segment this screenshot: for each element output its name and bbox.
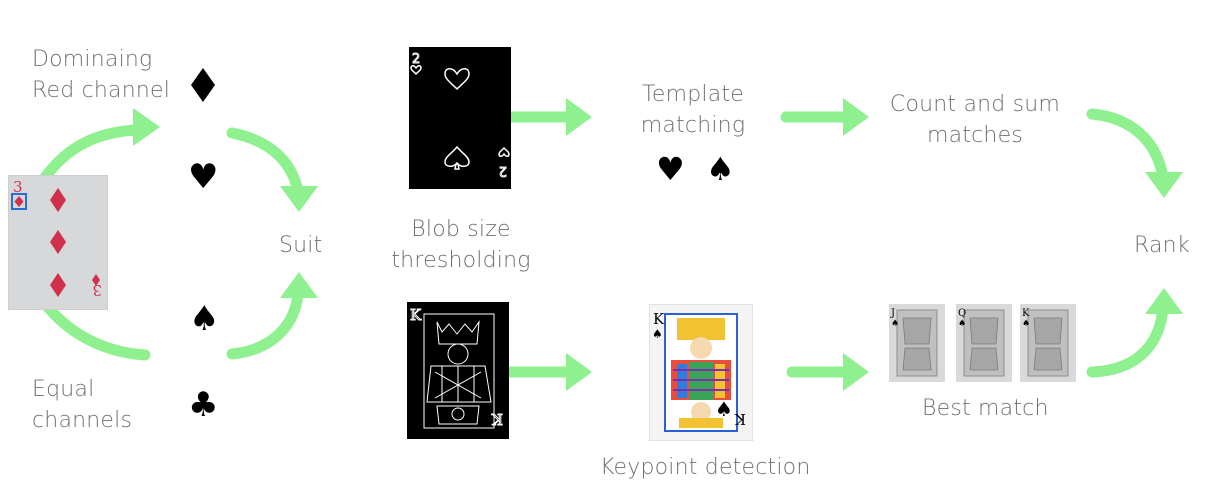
arrow-best-match-to-rank bbox=[1086, 302, 1169, 378]
label-line: Count and sum bbox=[889, 92, 1061, 117]
label-line: Template bbox=[642, 82, 744, 107]
keypoint-detection-label: Keypoint detection bbox=[600, 455, 811, 480]
two-of-hearts-binary-card: 2 2 bbox=[409, 47, 511, 189]
label-line: matches bbox=[927, 123, 1023, 148]
small-spade-icon: ♠ bbox=[652, 327, 663, 341]
card-rank-bottom: 3 bbox=[92, 281, 102, 299]
label-line: Dominaing bbox=[32, 47, 153, 72]
card-rank-top: 2 bbox=[412, 52, 420, 67]
small-spade-icon: ♠ bbox=[1022, 319, 1030, 329]
suit-label: Suit bbox=[279, 233, 323, 258]
arrowhead-rank-bottom bbox=[1145, 288, 1183, 314]
arrow-black-suits-to-suit bbox=[226, 286, 304, 360]
card-rank-top: K bbox=[410, 306, 422, 324]
equal-channels-label: Equal channels bbox=[32, 374, 132, 436]
arrow-count-to-rank bbox=[1086, 108, 1169, 184]
king-of-spades-color-card: K ♠ ♠ K bbox=[649, 304, 753, 441]
spade-icon: ♠ bbox=[706, 150, 735, 188]
card-rank-top: J bbox=[890, 308, 895, 319]
label-line: Equal bbox=[32, 377, 95, 402]
arrowhead-template bbox=[566, 98, 592, 136]
dominating-red-channel-label: Dominaing Red channel bbox=[32, 44, 170, 106]
diamond-icon bbox=[50, 230, 66, 254]
label-line: thresholding bbox=[391, 248, 531, 273]
card-rank-top: K bbox=[653, 310, 665, 328]
small-spade-icon: ♠ bbox=[958, 319, 966, 329]
small-heart-outline-icon bbox=[410, 65, 422, 76]
blob-size-thresholding-label: Blob size thresholding bbox=[388, 214, 534, 276]
arrow-red-suits-to-suit bbox=[226, 127, 304, 198]
card-rank-bottom: K bbox=[734, 410, 746, 428]
diamond-icon bbox=[191, 68, 215, 102]
spade-icon: ♠ bbox=[189, 299, 220, 339]
king-of-spades-edge-card: K K bbox=[407, 302, 509, 439]
template-matching-label: Template matching bbox=[628, 79, 758, 141]
card-rank-bottom: 2 bbox=[499, 163, 507, 178]
arrowhead-keypoint bbox=[566, 353, 592, 391]
small-heart-outline-icon bbox=[498, 146, 510, 157]
card-rank-top: Q bbox=[958, 308, 966, 319]
best-match-label: Best match bbox=[922, 396, 1049, 421]
rank-label: Rank bbox=[1134, 233, 1190, 258]
label-line: channels bbox=[32, 408, 133, 433]
king-template-card: K ♠ bbox=[1020, 304, 1076, 382]
heart-outline-icon bbox=[444, 68, 470, 91]
label-line: Red channel bbox=[32, 78, 171, 103]
card-rank-top: 3 bbox=[13, 178, 23, 196]
jack-template-card: J ♠ bbox=[889, 304, 945, 382]
heart-icon: ♥ bbox=[656, 150, 685, 188]
arrowhead-count bbox=[843, 98, 869, 136]
heart-icon: ♥ bbox=[188, 157, 219, 197]
label-line: matching bbox=[640, 113, 746, 138]
detected-suit-box bbox=[11, 193, 27, 210]
small-diamond-icon bbox=[92, 274, 100, 286]
diamond-icon bbox=[50, 273, 66, 297]
small-spade-icon: ♠ bbox=[891, 319, 899, 329]
arrowhead-best-match bbox=[843, 353, 869, 391]
label-line: Blob size bbox=[411, 217, 511, 242]
arrowhead-suit-top bbox=[280, 186, 318, 212]
queen-template-card: Q ♠ bbox=[956, 304, 1012, 382]
diamond-icon bbox=[50, 188, 66, 212]
club-icon: ♣ bbox=[188, 385, 219, 425]
arrowhead-rank-top bbox=[1145, 172, 1183, 198]
arrowhead-red-channel bbox=[133, 108, 160, 146]
arrowhead-suit-bottom bbox=[280, 272, 318, 298]
small-diamond-icon bbox=[14, 196, 24, 207]
three-of-diamonds-card: 3 3 bbox=[8, 175, 108, 310]
card-rank-bottom: K bbox=[491, 410, 503, 428]
card-rank-top: K bbox=[1022, 308, 1030, 319]
spade-outline-icon bbox=[444, 145, 470, 170]
spade-icon: ♠ bbox=[715, 397, 733, 421]
count-and-sum-matches-label: Count and sum matches bbox=[880, 89, 1070, 151]
